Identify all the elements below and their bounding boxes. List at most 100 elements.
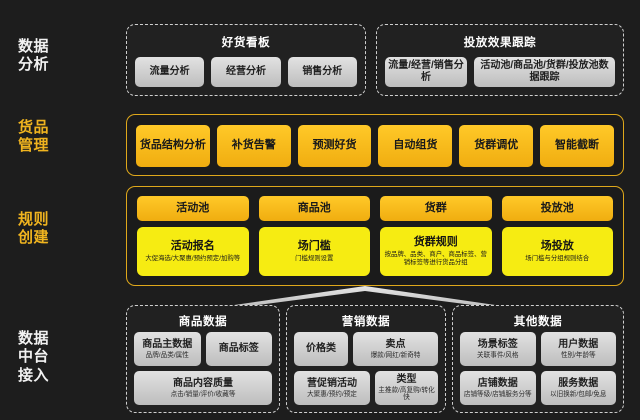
chip-delivery-pool[interactable]: 投放池 — [501, 196, 613, 221]
chip-label: 货群 — [424, 201, 447, 214]
chip-goods-group[interactable]: 货群 — [380, 196, 492, 221]
panel-title: 营销数据 — [341, 316, 391, 328]
chip-row: 货品结构分析 补货告警 预测好货 自动组货 货群调优 智能截断 — [136, 125, 614, 167]
chip-label: 类型 — [396, 373, 417, 385]
card-activity-signup[interactable]: 活动报名 大促海选/大聚惠/预约预定/加购等 — [137, 227, 249, 276]
panel-title: 好货看板 — [221, 37, 271, 49]
chip-label: 流量/经营/销售分析 — [388, 60, 464, 83]
panel-body: 商品主数据 品牌/品类/属性 商品标签 商品内容质量 点击/销量/评价/收藏等 — [134, 332, 272, 405]
card-subtitle: 场门槛与分组规则结合 — [525, 255, 590, 263]
panel-product-data: 商品数据 商品主数据 品牌/品类/属性 商品标签 商品内容质量 点击/销量/评价… — [126, 305, 280, 413]
chip-product-tag[interactable]: 商品标签 — [205, 332, 272, 366]
chip-row: 流量分析 经营分析 销售分析 — [135, 57, 357, 87]
card-goods-group-rule[interactable]: 货群规则 按品牌、品类、商户、商品标签、营销标签等进行货品分组 — [380, 227, 492, 276]
chip-sublabel: 性别/年龄等 — [560, 351, 596, 359]
chip-label: 货品结构分析 — [139, 139, 206, 152]
chip-activity-pool[interactable]: 活动池 — [137, 196, 249, 221]
chip-product-master-data[interactable]: 商品主数据 品牌/品类/属性 — [134, 332, 201, 366]
card-title: 场投放 — [540, 240, 574, 253]
chip-label: 自动组货 — [393, 139, 438, 152]
chip-label: 商品池 — [297, 201, 331, 214]
chip-traffic-ops-sales-analysis[interactable]: 流量/经营/销售分析 — [385, 57, 467, 87]
card-title: 活动报名 — [170, 240, 215, 253]
chip-pool-data-tracking[interactable]: 活动池/商品池/货群/投放池数据跟踪 — [474, 57, 615, 87]
chip-auto-group-goods[interactable]: 自动组货 — [378, 125, 453, 167]
chip-xiaoshou-fenxi[interactable]: 销售分析 — [287, 57, 357, 87]
chip-product-pool[interactable]: 商品池 — [258, 196, 370, 221]
chip-label: 补货告警 — [231, 139, 276, 152]
chip-shop-data[interactable]: 店铺数据 店铺等级/店铺服务分等 — [460, 371, 536, 405]
chip-label: 卖点 — [385, 338, 406, 350]
card-title: 货群规则 — [413, 236, 458, 249]
chip-label: 服务数据 — [558, 377, 599, 389]
chip-goods-structure-analysis[interactable]: 货品结构分析 — [136, 125, 210, 167]
rule-column-goods-group: 货群 货群规则 按品牌、品类、商户、商品标签、营销标签等进行货品分组 — [380, 196, 492, 276]
chip-label: 用户数据 — [558, 338, 599, 350]
panel-body: 场景标签 关联事件/风格 用户数据 性别/年龄等 店铺数据 店铺等级/店铺服务分… — [460, 332, 616, 405]
chip-label: 智能截断 — [555, 139, 600, 152]
panel-title: 其他数据 — [513, 316, 563, 328]
panel-body: 价格类 卖点 爆款/网红/新奇特 营促销活动 大聚惠/预约/预定 类型 主推款/… — [294, 332, 438, 405]
rail-label-goods-management: 货品 管理 — [18, 119, 50, 155]
rail-label-data-analysis: 数据 分析 — [18, 38, 50, 74]
chip-label: 货群调优 — [474, 139, 519, 152]
panel-marketing-data: 营销数据 价格类 卖点 爆款/网红/新奇特 营促销活动 大聚惠/预约/预定 类型 — [286, 305, 446, 413]
rail-label-data-midend: 数据 中台 接入 — [18, 330, 50, 384]
chip-goods-group-tuning[interactable]: 货群调优 — [459, 125, 534, 167]
chip-promotion-activity[interactable]: 营促销活动 大聚惠/预约/预定 — [294, 371, 370, 405]
chip-label: 场景标签 — [477, 338, 518, 350]
chip-row: 商品内容质量 点击/销量/评价/收藏等 — [134, 371, 272, 405]
chip-row: 流量/经营/销售分析 活动池/商品池/货群/投放池数据跟踪 — [385, 57, 615, 87]
chip-predict-good-goods[interactable]: 预测好货 — [297, 125, 372, 167]
chip-label: 销售分析 — [302, 66, 343, 78]
chip-row: 店铺数据 店铺等级/店铺服务分等 服务数据 以旧换新/包邮/免息 — [460, 371, 616, 405]
chip-selling-point[interactable]: 卖点 爆款/网红/新奇特 — [353, 332, 438, 366]
card-venue-threshold[interactable]: 场门槛 门槛规则设置 — [258, 227, 370, 276]
chip-label: 店铺数据 — [477, 377, 518, 389]
chip-sublabel: 点击/销量/评价/收藏等 — [170, 390, 236, 398]
panel-goods-management: 货品结构分析 补货告警 预测好货 自动组货 货群调优 智能截断 — [126, 114, 624, 176]
chip-service-data[interactable]: 服务数据 以旧换新/包邮/免息 — [540, 371, 616, 405]
chip-label: 预测好货 — [312, 139, 357, 152]
chip-user-data[interactable]: 用户数据 性别/年龄等 — [540, 332, 616, 366]
chip-scene-tag[interactable]: 场景标签 关联事件/风格 — [460, 332, 536, 366]
panel-delivery-effect-tracking: 投放效果跟踪 流量/经营/销售分析 活动池/商品池/货群/投放池数据跟踪 — [376, 24, 624, 96]
panel-title: 投放效果跟踪 — [463, 37, 537, 49]
chip-label: 经营分析 — [225, 66, 266, 78]
chip-replenish-alert[interactable]: 补货告警 — [216, 125, 291, 167]
chip-label: 活动池 — [176, 201, 210, 214]
chip-sublabel: 店铺等级/店铺服务分等 — [463, 390, 532, 398]
chip-label: 投放池 — [540, 201, 574, 214]
chip-label: 商品内容质量 — [173, 377, 233, 389]
chip-label: 流量分析 — [149, 66, 190, 78]
card-title: 场门槛 — [297, 240, 331, 253]
chip-sublabel: 关联事件/风格 — [477, 351, 519, 359]
chip-type[interactable]: 类型 主推款/高复购/转化快 — [375, 371, 438, 405]
chip-smart-truncation[interactable]: 智能截断 — [540, 125, 614, 167]
chip-row: 价格类 卖点 爆款/网红/新奇特 — [294, 332, 438, 366]
panel-haohuo-kanban: 好货看板 流量分析 经营分析 销售分析 — [126, 24, 366, 96]
chip-jingying-fenxi[interactable]: 经营分析 — [211, 57, 281, 87]
rule-column-delivery-pool: 投放池 场投放 场门槛与分组规则结合 — [501, 196, 613, 276]
panel-title: 商品数据 — [178, 316, 228, 328]
panel-other-data: 其他数据 场景标签 关联事件/风格 用户数据 性别/年龄等 店铺数据 店铺等级/… — [452, 305, 624, 413]
panel-rule-creation: 活动池 活动报名 大促海选/大聚惠/预约预定/加购等 商品池 场门槛 门槛规则设… — [126, 186, 624, 286]
chip-liuliang-fenxi[interactable]: 流量分析 — [135, 57, 205, 87]
chip-product-content-quality[interactable]: 商品内容质量 点击/销量/评价/收藏等 — [134, 371, 272, 405]
chip-sublabel: 大聚惠/预约/预定 — [307, 390, 357, 398]
chip-row: 商品主数据 品牌/品类/属性 商品标签 — [134, 332, 272, 366]
rule-column-row: 活动池 活动报名 大促海选/大聚惠/预约预定/加购等 商品池 场门槛 门槛规则设… — [137, 196, 613, 276]
chip-label: 价格类 — [306, 343, 336, 355]
card-subtitle: 门槛规则设置 — [295, 255, 334, 263]
card-subtitle: 按品牌、品类、商户、商品标签、营销标签等进行货品分组 — [384, 251, 487, 267]
chip-row: 场景标签 关联事件/风格 用户数据 性别/年龄等 — [460, 332, 616, 366]
rule-column-activity-pool: 活动池 活动报名 大促海选/大聚惠/预约预定/加购等 — [137, 196, 249, 276]
card-venue-delivery[interactable]: 场投放 场门槛与分组规则结合 — [501, 227, 613, 276]
rule-column-product-pool: 商品池 场门槛 门槛规则设置 — [258, 196, 370, 276]
chip-label: 商品主数据 — [142, 338, 193, 350]
rail-label-rule-creation: 规则 创建 — [18, 211, 50, 247]
chip-label: 商品标签 — [218, 343, 259, 355]
chip-row: 营促销活动 大聚惠/预约/预定 类型 主推款/高复购/转化快 — [294, 371, 438, 405]
chip-price-category[interactable]: 价格类 — [294, 332, 348, 366]
